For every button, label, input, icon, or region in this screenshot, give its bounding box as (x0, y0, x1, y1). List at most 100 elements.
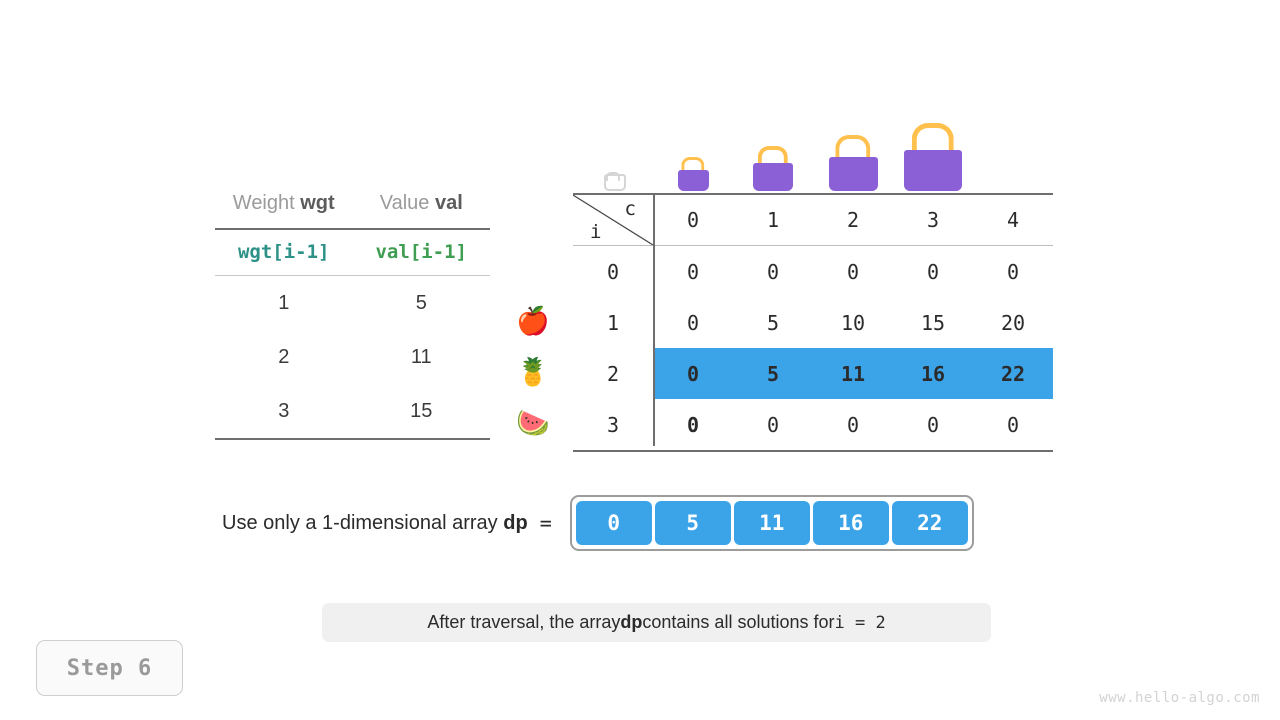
items-table-row-2: 2 11 (215, 330, 490, 384)
dp-cell-1-0: 0 (686, 310, 700, 335)
capacity-bag-icons (573, 123, 1053, 191)
bag-body (753, 163, 793, 191)
dp-cell-2-3: 16 (920, 361, 946, 386)
bag-handle (835, 134, 871, 160)
dp-cell-1-3: 15 (920, 310, 946, 335)
dp-cell-1-2: 10 (840, 310, 866, 335)
dp-capacity-3: 3 (926, 208, 940, 232)
bag-handle (911, 123, 955, 153)
dp-array-label-bold: dp (503, 511, 528, 534)
dp-cell-3-1: 0 (766, 412, 780, 437)
dp-cell-2-1: 5 (766, 361, 780, 386)
dp-array-cell-0[interactable]: 0 (575, 501, 652, 545)
dp-array-cell-3[interactable]: 16 (812, 501, 889, 545)
items-header-weight-text: Weight (232, 192, 295, 214)
dp-array-box: 0 5 11 16 22 (569, 495, 974, 551)
dp-table-header-row: c i 0 1 2 3 4 (573, 193, 1053, 246)
dp-row-0: 0 0 0 0 0 0 (573, 246, 1053, 297)
dp-row-2-cells: 0 5 11 16 22 (653, 348, 1053, 399)
dp-cell-1-1: 5 (766, 310, 780, 335)
dp-array-cell-4[interactable]: 22 (891, 501, 968, 545)
dp-cell-3-2: 0 (846, 412, 860, 437)
dp-row-0-cells: 0 0 0 0 0 (653, 246, 1053, 297)
pineapple-icon: 🍍 (516, 357, 550, 387)
item-2-weight: 2 (278, 346, 290, 368)
caption-part1: After traversal, the array (427, 612, 621, 632)
bag-icon-capacity-1 (653, 125, 733, 191)
bag-handle (757, 145, 789, 166)
step-badge: Step 6 (36, 640, 183, 696)
watermark: www.hello-algo.com (1099, 690, 1260, 706)
diagonal-divider-icon (573, 195, 653, 245)
dp-capacity-2: 2 (846, 208, 860, 232)
handbag-icon (753, 145, 793, 191)
bag-body (677, 169, 709, 191)
dp-cell-0-4: 0 (1006, 259, 1020, 284)
caption-bold: dp (620, 612, 643, 632)
handbag-icon (828, 134, 878, 191)
dp-table: c i 0 1 2 3 4 0 0 0 0 0 0 1 (573, 193, 1053, 452)
item-1-weight: 1 (278, 292, 290, 314)
items-header-weight-code: wgt (300, 192, 335, 214)
dp-row-3: 3 0 0 0 0 0 (573, 399, 1053, 452)
dp-cell-0-2: 0 (846, 259, 860, 284)
dp-cell-2-2: 11 (840, 361, 866, 386)
handbag-icon (677, 157, 709, 191)
val-expression: val[i-1] (375, 241, 467, 263)
dp-row-2: 2 0 5 11 16 22 (573, 348, 1053, 399)
dp-capacity-1: 1 (766, 208, 780, 232)
item-2-value: 11 (410, 346, 432, 368)
caption-part2: contains all solutions for (642, 612, 835, 632)
dp-row-index-2: 2 (606, 361, 620, 386)
items-table-row-1: 1 5 (215, 276, 490, 330)
dp-array-label: Use only a 1-dimensional array dp (222, 512, 528, 535)
bag-handle (681, 157, 705, 173)
dp-array-cell-2[interactable]: 11 (733, 501, 810, 545)
dp-row-3-cells: 0 0 0 0 0 (653, 399, 1053, 450)
dp-array-equals: = (539, 511, 552, 535)
dp-row-1-cells: 0 5 10 15 20 (653, 297, 1053, 348)
handbag-icon (904, 123, 962, 191)
wgt-expression: wgt[i-1] (237, 241, 330, 263)
items-header-weight: Weight wgt (215, 193, 353, 228)
item-3-value: 15 (410, 400, 433, 422)
dp-capacity-4: 4 (1006, 208, 1020, 232)
item-1-value: 5 (415, 292, 427, 314)
items-table-code-row: wgt[i-1] val[i-1] (215, 230, 490, 276)
items-header-value-code: val (434, 192, 463, 214)
items-table-header-row: Weight wgt Value val (215, 193, 490, 230)
dp-cell-2-0: 0 (686, 361, 700, 386)
axis-label-c: c (624, 198, 636, 220)
bag-icon-capacity-3 (813, 125, 893, 191)
caption-banner: After traversal, the array dp contains a… (322, 603, 991, 642)
bag-body (828, 156, 878, 191)
axis-label-i: i (590, 221, 602, 243)
dp-cell-0-1: 0 (766, 259, 780, 284)
bag-icon-capacity-0 (573, 125, 653, 191)
dp-array-label-prefix: Use only a 1-dimensional array (222, 511, 504, 534)
bag-icon-capacity-4 (893, 123, 973, 191)
dp-array-section: Use only a 1-dimensional array dp = 0 5 … (222, 495, 974, 551)
dp-row-index-1: 1 (606, 310, 620, 335)
dp-cell-3-4: 0 (1006, 412, 1020, 437)
dp-cell-3-0: 0 (686, 412, 700, 437)
dp-cell-0-3: 0 (926, 259, 940, 284)
bag-icon-capacity-2 (733, 125, 813, 191)
fruit-icon-column: 🍎 🍍 🍉 (508, 296, 558, 449)
watermelon-icon: 🍉 (516, 408, 550, 438)
items-table-row-3: 3 15 (215, 384, 490, 440)
dp-axis-corner: c i (573, 195, 653, 245)
dp-cell-0-0: 0 (686, 259, 700, 284)
dp-row-index-3: 3 (606, 412, 620, 437)
dp-row-index-0: 0 (606, 259, 620, 284)
items-table: Weight wgt Value val wgt[i-1] val[i-1] 1… (215, 193, 490, 440)
dp-cell-2-4: 22 (1000, 361, 1026, 386)
item-3-weight: 3 (278, 400, 290, 422)
dp-capacity-0: 0 (686, 208, 700, 232)
dp-cell-3-3: 0 (926, 412, 940, 437)
items-header-value-text: Value (379, 192, 430, 214)
dp-array-cell-1[interactable]: 5 (654, 501, 731, 545)
dp-row-1: 1 0 5 10 15 20 (573, 297, 1053, 348)
bag-body (904, 150, 962, 191)
